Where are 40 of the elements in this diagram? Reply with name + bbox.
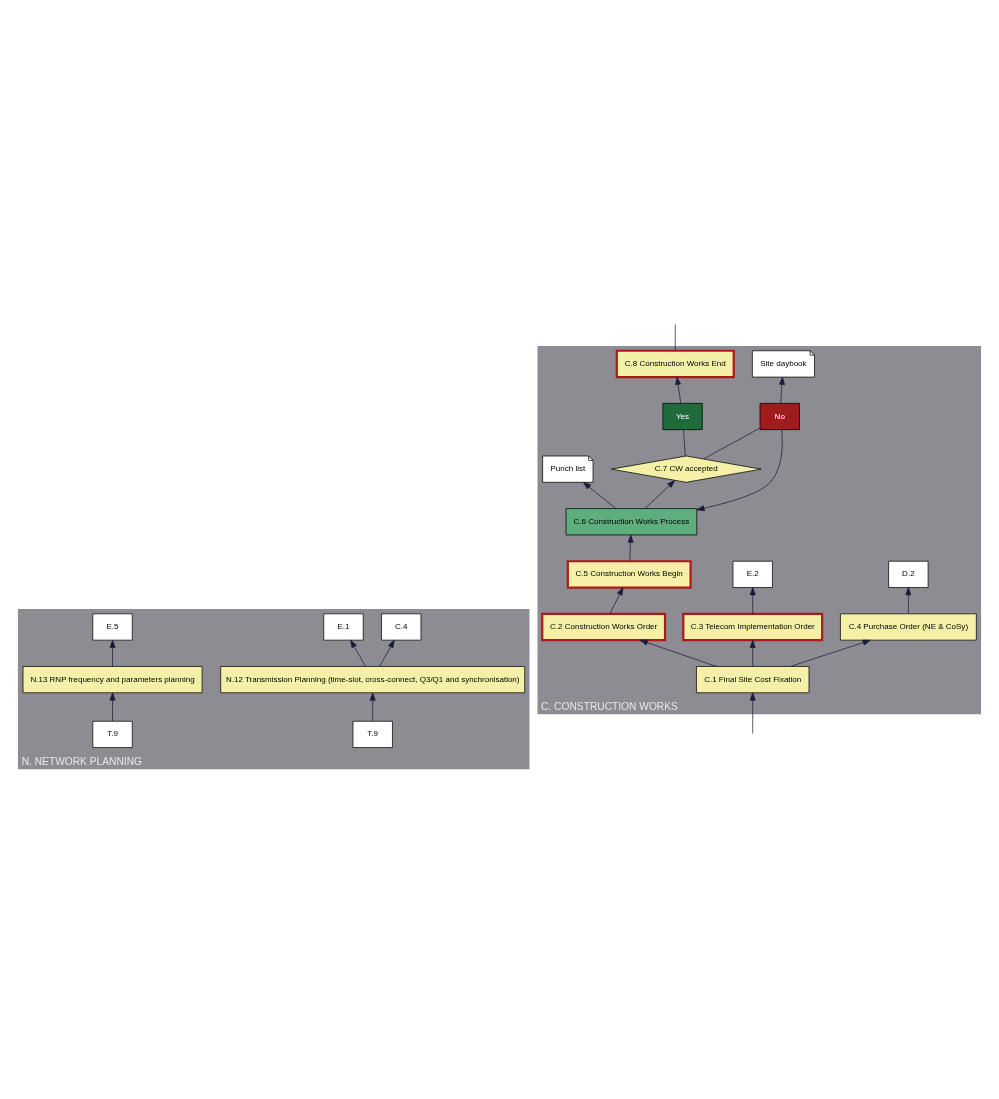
node-box: E.5 <box>92 612 133 640</box>
node-box: C.4 Purchase Order (NE & CoSy) <box>840 612 977 640</box>
arrow <box>109 639 116 667</box>
node-box: N.12 Transmission Planning (time-slot, cross-connect, Q3/Q1 and synchronisation) <box>220 665 526 693</box>
node-box: E.2 <box>732 560 773 588</box>
node-box: C.6 Construction Works Process <box>565 507 698 535</box>
node-box: N.13 RNP frequency and parameters planning <box>22 665 203 693</box>
node-box: C.1 Final Site Cost Fixation <box>696 665 810 693</box>
arrow <box>779 376 785 404</box>
node-box: D.2 <box>888 560 929 588</box>
node-box: C.5 Construction Works Begin <box>566 559 692 589</box>
connector <box>674 323 676 351</box>
node-diamond: C.7 CW accepted <box>611 455 762 483</box>
node-box: T.9 <box>352 720 393 748</box>
node-box: Yes <box>662 402 703 430</box>
arrow <box>749 692 756 734</box>
arrow <box>749 586 756 614</box>
arrow <box>609 586 624 614</box>
arrow <box>790 639 871 667</box>
arrow <box>749 639 756 667</box>
arrow <box>350 639 366 667</box>
node-box: No <box>759 402 800 430</box>
arrow <box>369 692 376 721</box>
arrow <box>639 639 717 667</box>
node-box: T.9 <box>92 720 133 748</box>
node-box: C.3 Telecom Implementation Order <box>682 612 824 641</box>
arrow <box>379 639 395 667</box>
node-box: C.8 Construction Works End <box>615 349 735 378</box>
connector <box>703 427 761 459</box>
arrow <box>696 429 783 511</box>
node-box: C.2 Construction Works Order <box>541 612 667 641</box>
connector <box>683 429 686 456</box>
arrow <box>644 479 676 509</box>
arrow <box>675 376 682 404</box>
arrow <box>583 481 617 509</box>
arrow <box>905 586 912 614</box>
node-box: E.1 <box>323 612 364 640</box>
node-box: C.4 <box>381 612 422 640</box>
arrow <box>109 692 116 721</box>
arrow <box>627 534 634 561</box>
